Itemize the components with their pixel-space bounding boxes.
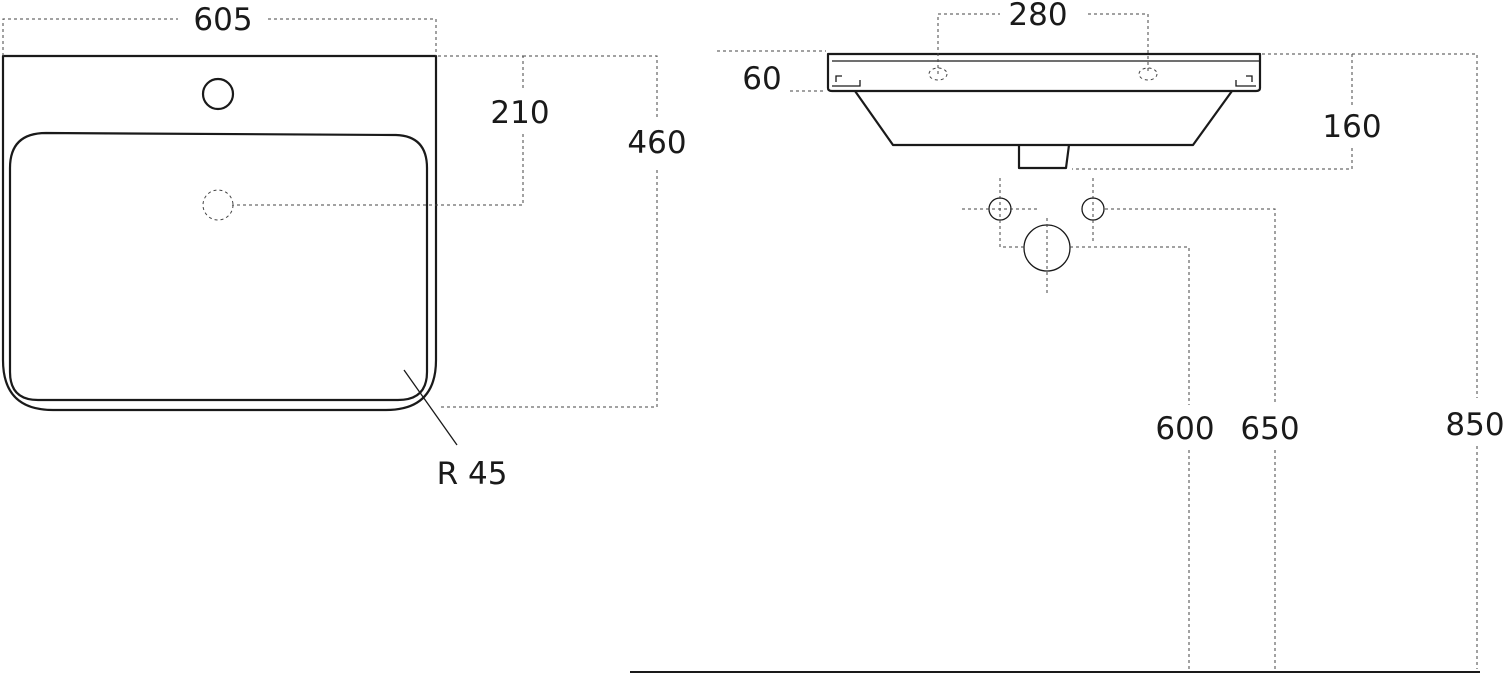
width-dimension-lines (2, 18, 437, 56)
height-600-label: 600 (1155, 411, 1214, 447)
tap-hole-left-hidden (928, 67, 948, 81)
height-600-dimension-lines (1070, 246, 1190, 669)
tap-spacing-label: 280 (1008, 0, 1067, 33)
basin-bowl-side (854, 90, 1233, 147)
rim-right-notch (1235, 80, 1256, 87)
rim-right-bracket (1246, 75, 1253, 82)
rim-thickness-label: 60 (742, 61, 781, 97)
height-650-label: 650 (1240, 411, 1299, 447)
rim-left-notch (832, 80, 861, 87)
basin-depth-label: 160 (1322, 109, 1381, 145)
drain-offset-dimension-lines (232, 55, 524, 206)
drain-hole-hidden (202, 189, 234, 221)
tap-hole-right-hidden (1138, 67, 1158, 81)
tap-spacing-dimension-lines (937, 13, 1149, 74)
rim-left-bracket (835, 75, 842, 82)
depth-label: 460 (627, 125, 686, 161)
drain-offset-label: 210 (490, 95, 549, 131)
side-view: 280 60 160 600 650 850 (630, 0, 1504, 673)
basin-inner-bowl (8, 131, 429, 402)
plan-view: 605 210 460 R 45 (1, 2, 687, 492)
height-850-dimension-lines (1262, 53, 1478, 669)
rim-thickness-dimension-lines (717, 50, 826, 92)
basin-rim (826, 52, 1262, 93)
depth-dimension-lines (440, 55, 658, 408)
drain-outlet (1017, 144, 1071, 170)
width-label: 605 (193, 2, 252, 38)
radius-leader-line (403, 369, 458, 446)
pipe-center-marks (962, 178, 1094, 293)
basin-depth-dimension-lines (1072, 53, 1353, 170)
radius-label: R 45 (437, 456, 508, 492)
height-650-dimension-lines (1105, 208, 1276, 669)
basin-outer-outline (1, 54, 438, 412)
tap-hole (201, 77, 235, 111)
height-850-label: 850 (1445, 407, 1504, 443)
